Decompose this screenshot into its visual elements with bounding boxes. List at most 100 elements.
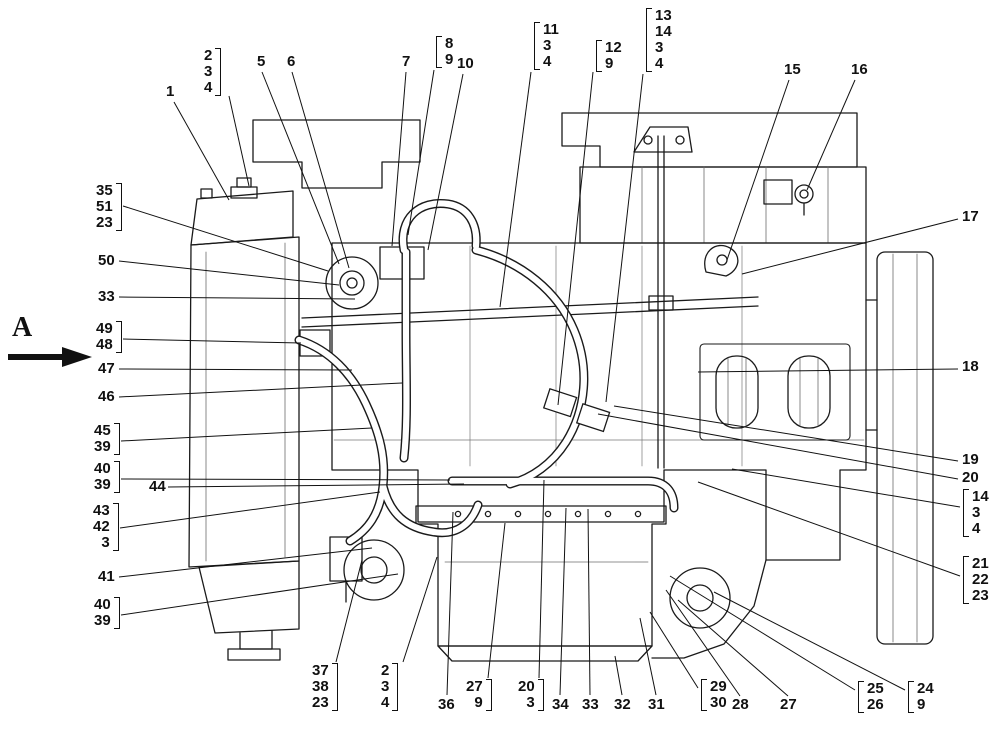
part-number: 35 <box>96 182 113 199</box>
callout-7: 7 <box>401 54 411 70</box>
leader-line <box>697 368 959 373</box>
callout-28: 28 <box>731 697 750 713</box>
callout-bracket <box>485 679 492 711</box>
leader-line <box>559 507 567 696</box>
leader-line <box>119 491 381 529</box>
leader-line <box>665 589 741 697</box>
callout-5: 5 <box>256 54 266 70</box>
callout-bracket <box>537 679 544 711</box>
part-number: 4 <box>543 53 552 70</box>
part-number: 27 <box>780 696 797 713</box>
leader-line <box>487 522 506 679</box>
callout-bracket <box>115 321 122 353</box>
callout-17: 17 <box>961 209 980 225</box>
part-number: 45 <box>94 422 111 439</box>
part-number: 30 <box>710 694 727 711</box>
part-number: 3 <box>381 678 390 695</box>
callout-47: 47 <box>97 361 116 377</box>
part-number: 26 <box>867 696 884 713</box>
part-number: 43 <box>93 502 110 519</box>
part-number: 14 <box>972 488 989 505</box>
part-number: 4 <box>381 694 390 711</box>
part-number: 17 <box>962 208 979 225</box>
callout-15: 15 <box>783 62 802 78</box>
leader-line <box>446 511 454 696</box>
leader-line <box>726 79 790 261</box>
part-number: 15 <box>784 61 801 78</box>
part-number: 50 <box>98 252 115 269</box>
callout-41: 41 <box>97 569 116 585</box>
part-number: 4 <box>972 520 981 537</box>
part-number: 44 <box>149 478 166 495</box>
part-number: 33 <box>98 288 115 305</box>
callout-6: 6 <box>286 54 296 70</box>
callout-bracket <box>215 48 222 96</box>
callout-18: 18 <box>961 359 980 375</box>
part-number: 2 <box>381 662 390 679</box>
callout-bracket <box>596 40 602 72</box>
part-number: 49 <box>96 320 113 337</box>
callout-50: 50 <box>97 253 116 269</box>
callout-46: 46 <box>97 389 116 405</box>
leader-line <box>120 427 373 442</box>
part-number: 3 <box>972 504 981 521</box>
leader-line <box>427 73 464 251</box>
callout-bracket <box>963 489 969 537</box>
part-number: 51 <box>96 198 113 215</box>
engine-body <box>188 112 934 662</box>
callout-31: 31 <box>647 697 666 713</box>
part-number: 39 <box>94 476 111 493</box>
part-number: 1 <box>166 83 175 100</box>
view-arrow-label: A <box>12 312 33 343</box>
part-number: 25 <box>867 680 884 697</box>
part-number: 7 <box>402 53 411 70</box>
part-number: 39 <box>94 612 111 629</box>
callout-33: 33 <box>97 289 116 305</box>
leader-line <box>173 101 230 201</box>
leader-line <box>639 617 657 696</box>
callout-34: 34 <box>551 697 570 713</box>
leader-line <box>713 591 906 691</box>
leader-line <box>122 338 302 344</box>
part-number: 38 <box>312 678 329 695</box>
part-number: 34 <box>552 696 569 713</box>
callout-bracket <box>646 8 652 72</box>
callout-1: 1 <box>165 84 175 100</box>
leader-line <box>614 655 623 696</box>
leader-line <box>557 71 594 406</box>
callout-36: 36 <box>437 697 456 713</box>
part-number: 36 <box>438 696 455 713</box>
callout-33: 33 <box>581 697 600 713</box>
callout-bracket <box>963 556 969 604</box>
leader-line <box>118 260 340 286</box>
part-number: 3 <box>526 694 535 711</box>
leader-line <box>261 71 340 265</box>
callout-bracket <box>113 597 120 629</box>
leader-line <box>538 479 545 679</box>
leader-line <box>697 481 961 577</box>
leader-line <box>402 556 438 663</box>
leader-line <box>118 296 356 300</box>
part-number: 37 <box>312 662 329 679</box>
leader-line <box>391 71 407 247</box>
part-number: 46 <box>98 388 115 405</box>
part-number: 40 <box>94 596 111 613</box>
view-arrow: A <box>6 314 96 370</box>
leader-line <box>407 69 435 236</box>
callout-bracket <box>112 503 119 551</box>
callout-19: 19 <box>961 452 980 468</box>
part-number: 11 <box>543 21 559 38</box>
leader-line <box>118 382 403 398</box>
